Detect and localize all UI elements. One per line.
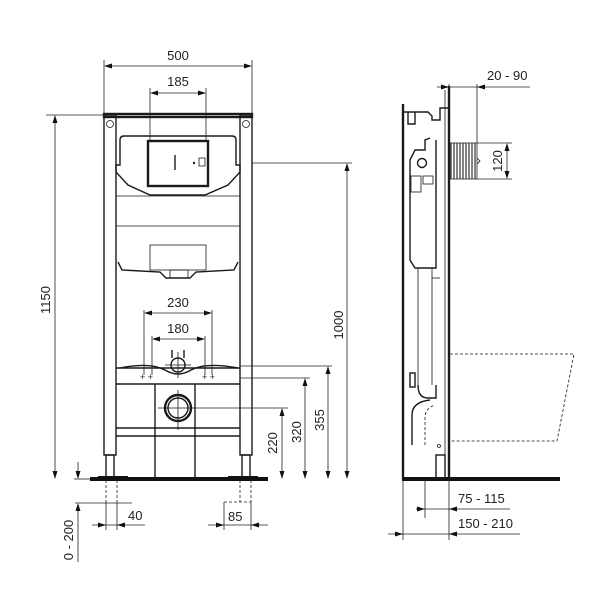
svg-text:+ +: + +	[140, 372, 153, 382]
dim-left-foot: 40	[92, 480, 145, 530]
dim-right-foot: 85	[208, 480, 268, 530]
water-inlet	[119, 350, 239, 378]
cistern	[115, 135, 241, 279]
dim-label-40: 40	[128, 508, 142, 523]
dim-label-180: 180	[167, 321, 189, 336]
svg-text:+ +: + +	[202, 372, 215, 382]
dim-label-220: 220	[265, 432, 280, 454]
dim-outlet-depth: 75 - 115	[416, 480, 510, 540]
dim-label-85: 85	[228, 509, 242, 524]
dim-frame-depth: 150 - 210	[388, 480, 520, 540]
dim-outlet-height: 220	[198, 407, 288, 479]
dim-frame-width: 500	[103, 48, 253, 114]
dim-label-20-90: 20 - 90	[487, 68, 527, 83]
dim-label-1150: 1150	[38, 286, 53, 314]
dim-upper-fixing-height: 355	[240, 365, 332, 479]
wc-pan-outline	[450, 353, 575, 442]
dim-frame-height: 1150	[38, 114, 104, 479]
dim-label-355: 355	[312, 409, 327, 431]
waste-outlet	[158, 390, 198, 430]
dim-leg-adjustment: 0 - 200	[61, 462, 132, 562]
flush-pipe	[449, 142, 481, 180]
dim-flush-pipe-diameter: 120	[477, 142, 512, 180]
dim-flush-pipe-projection: 20 - 90	[437, 68, 530, 143]
cistern-profile	[409, 137, 437, 269]
dim-label-1000: 1000	[331, 311, 346, 340]
dim-lower-fixing-height: 320	[240, 377, 310, 479]
frame-post-left	[98, 114, 128, 479]
dim-actuator-height: 1000	[252, 162, 352, 479]
dim-label-0-200: 0 - 200	[61, 520, 76, 560]
fixing-bolts: + + + +	[140, 372, 215, 382]
front-view: + + + + 500 185	[38, 48, 352, 562]
dim-label-75-115: 75 - 115	[458, 491, 505, 506]
flush-valve-housing	[146, 139, 210, 188]
dim-label-150-210: 150 - 210	[458, 516, 513, 531]
frame-post-right	[228, 114, 258, 479]
dim-label-500: 500	[167, 48, 189, 63]
dim-label-320: 320	[289, 421, 304, 443]
dim-inner-fixing: 180	[151, 321, 206, 375]
dim-label-120: 120	[490, 150, 505, 172]
side-view: 20 - 90 120 75 - 115 150 - 210	[388, 68, 575, 540]
frame-top-bar	[102, 112, 254, 119]
dim-label-230: 230	[167, 295, 189, 310]
dim-outer-fixing: 230	[143, 295, 213, 375]
dim-label-185: 185	[167, 74, 189, 89]
dim-flush-plate-width: 185	[149, 74, 207, 141]
